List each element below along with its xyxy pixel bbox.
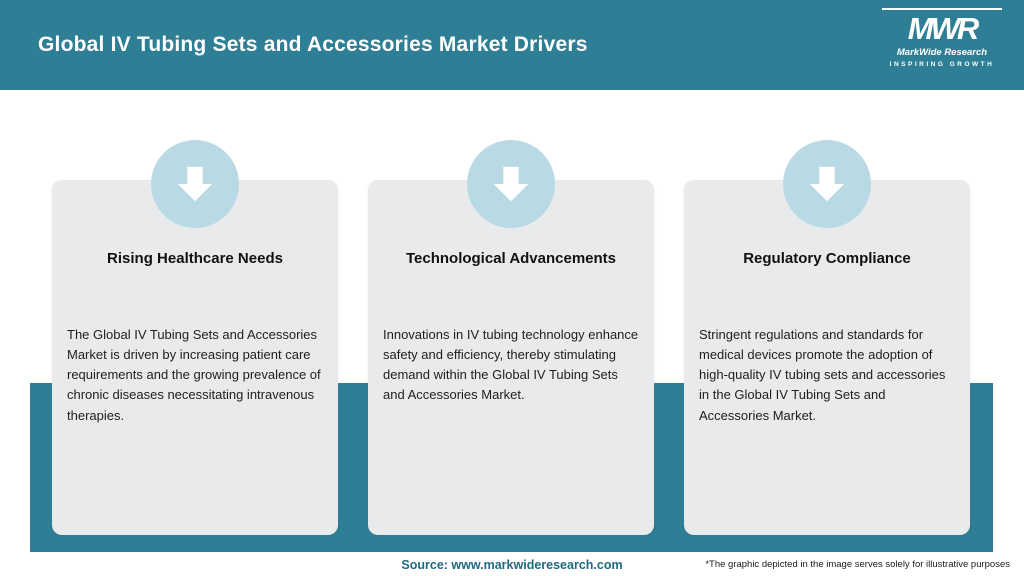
card-body: Innovations in IV tubing technology enha… — [383, 327, 639, 403]
driver-card-2: Technological Advancements Innovations i… — [368, 140, 654, 535]
disclaimer-text: *The graphic depicted in the image serve… — [705, 559, 1010, 570]
logo: MWR MarkWide Research Inspiring Growth — [882, 8, 1002, 68]
card-body: The Global IV Tubing Sets and Accessorie… — [67, 327, 321, 423]
down-arrow-icon — [172, 161, 218, 207]
down-arrow-icon — [488, 161, 534, 207]
card-body: Stringent regulations and standards for … — [699, 327, 946, 423]
driver-card-3: Regulatory Compliance Stringent regulati… — [684, 140, 970, 535]
source-text: Source: www.markwideresearch.com — [401, 558, 623, 572]
card-icon-circle — [467, 140, 555, 228]
card-title: Technological Advancements — [405, 250, 617, 267]
card-icon-circle — [151, 140, 239, 228]
card-title: Rising Healthcare Needs — [107, 250, 283, 267]
header-bar: Global IV Tubing Sets and Accessories Ma… — [0, 0, 1024, 90]
card-title: Regulatory Compliance — [743, 250, 911, 267]
card-icon-circle — [783, 140, 871, 228]
driver-card-1: Rising Healthcare Needs The Global IV Tu… — [52, 140, 338, 535]
page-title: Global IV Tubing Sets and Accessories Ma… — [38, 33, 588, 56]
logo-wordmark: MWR — [882, 8, 1002, 46]
down-arrow-icon — [804, 161, 850, 207]
logo-name: MarkWide Research — [896, 47, 988, 59]
logo-tagline: Inspiring Growth — [889, 60, 995, 68]
